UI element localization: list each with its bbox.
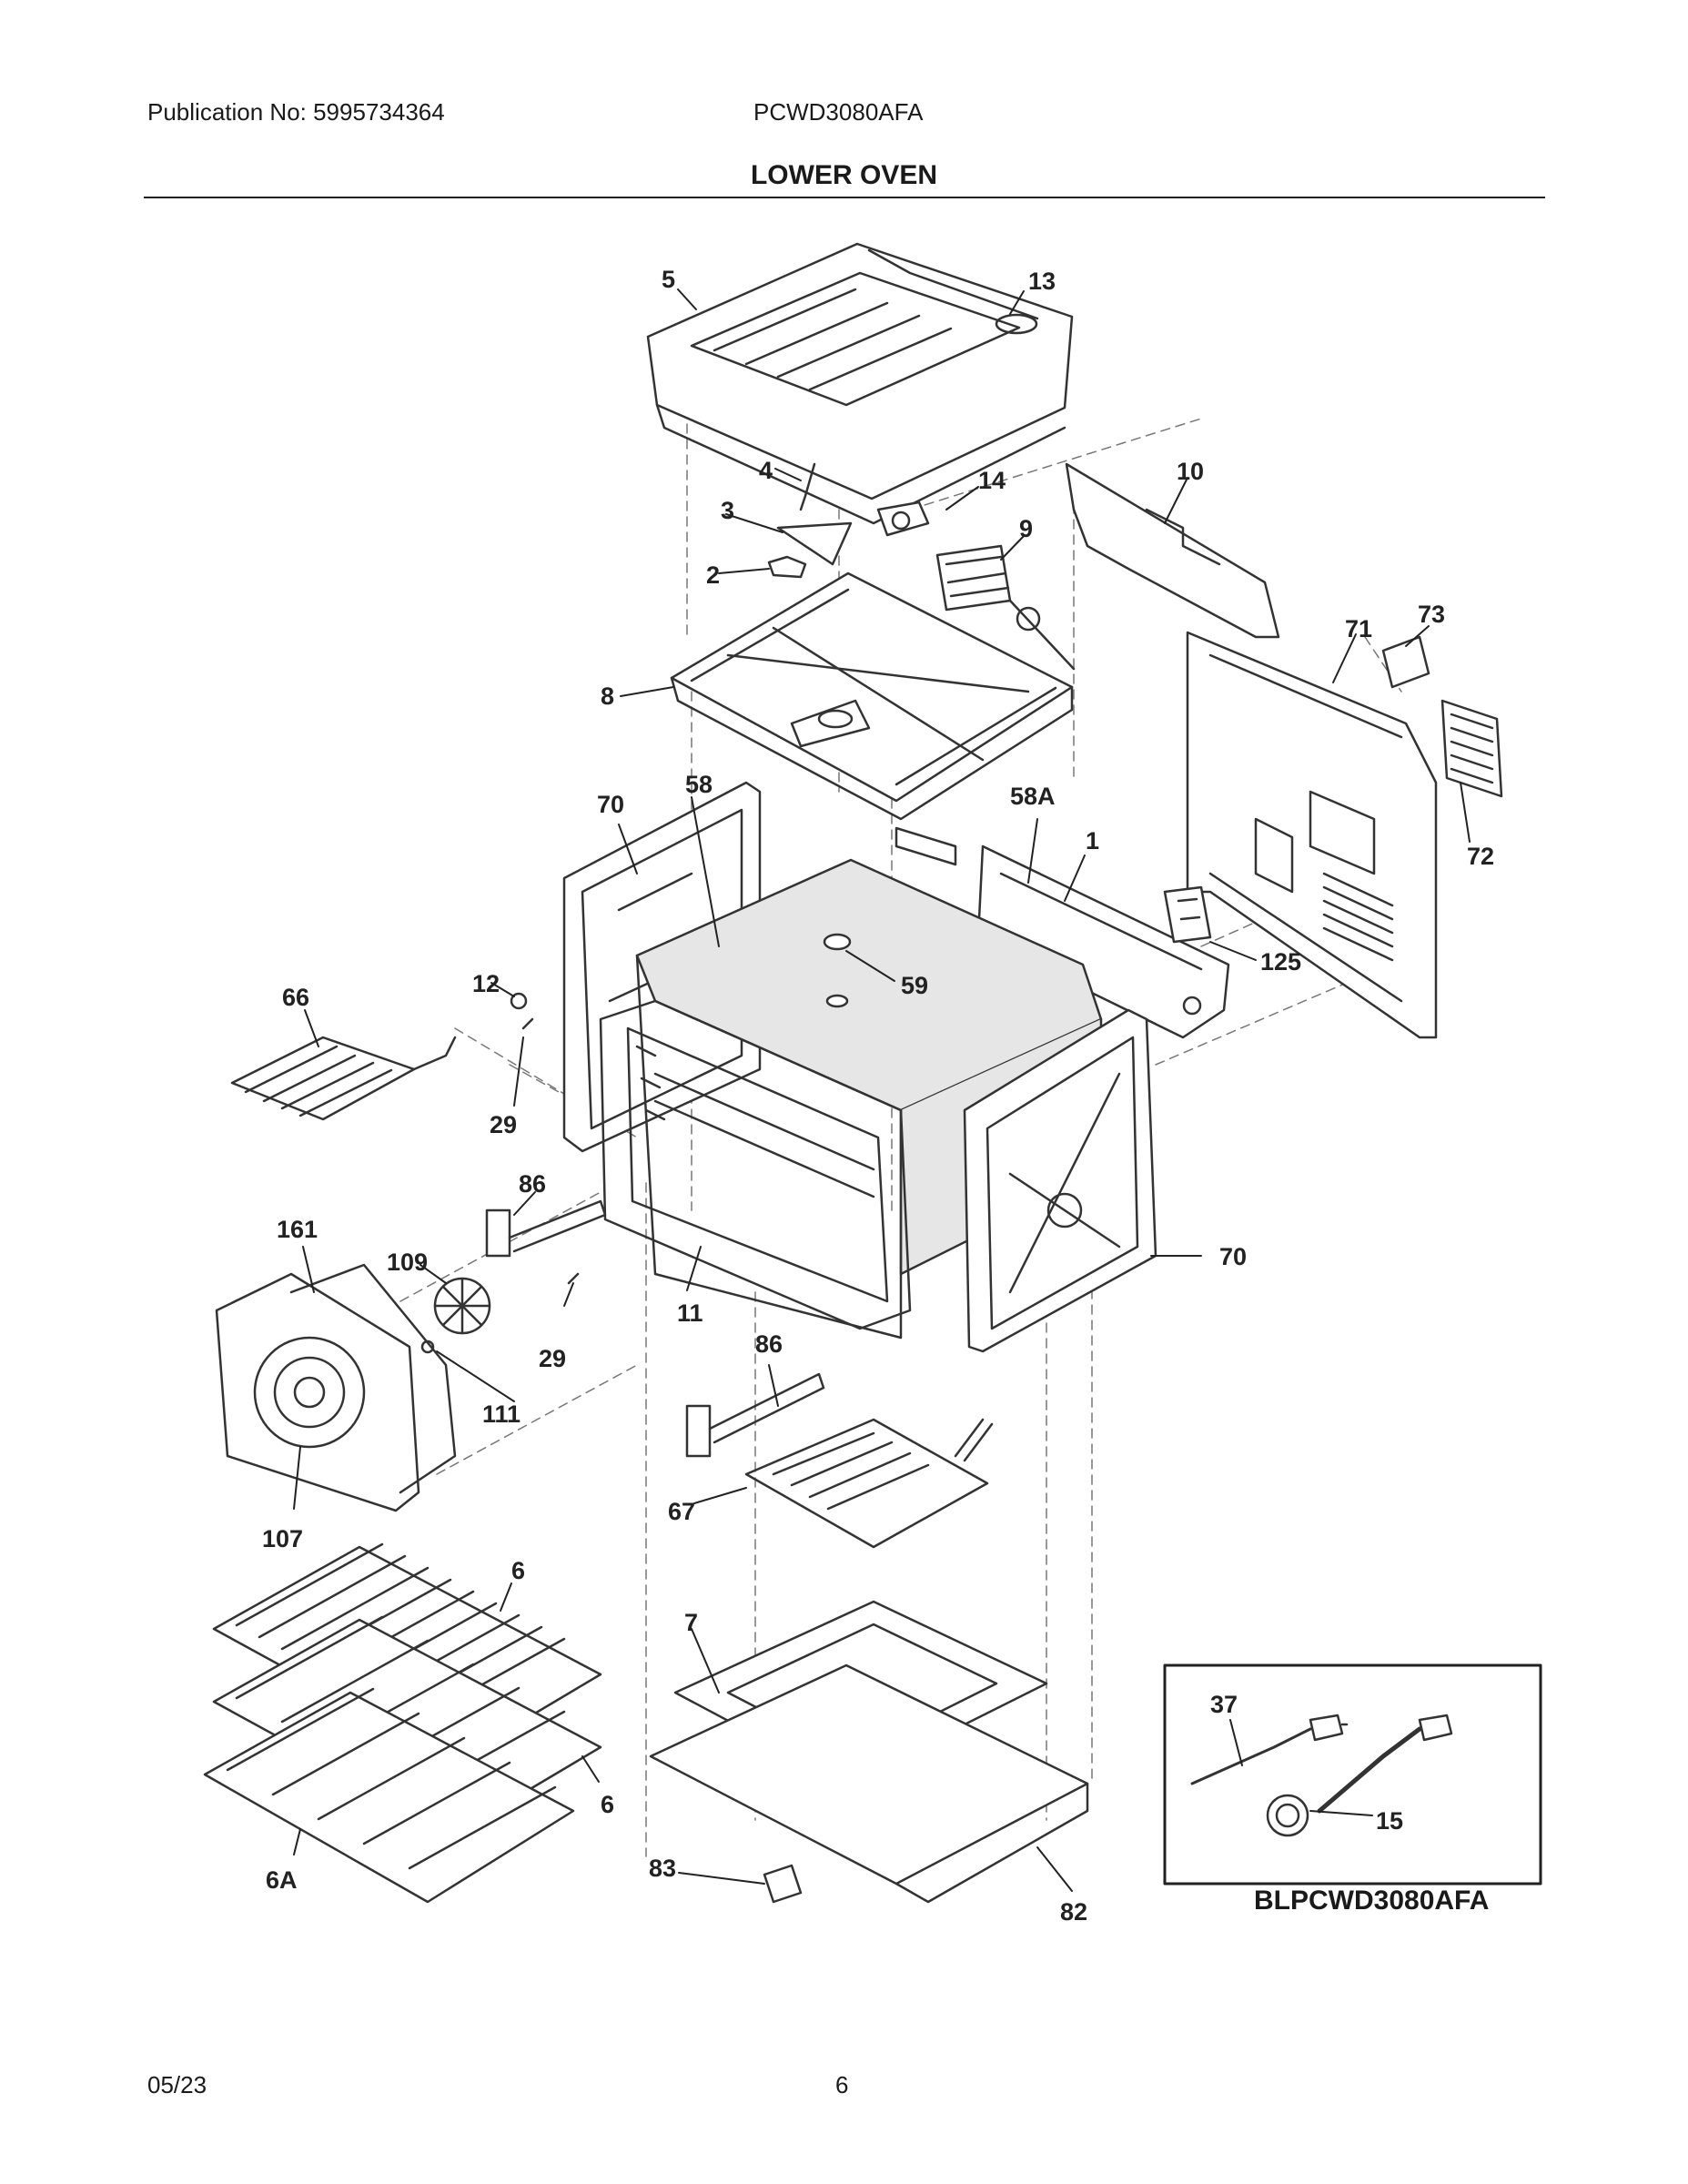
callout-58: 58 (685, 771, 713, 798)
callout-59: 59 (901, 972, 928, 999)
page-number: 6 (835, 2071, 849, 2098)
callout-86-lower: 86 (755, 1330, 783, 1358)
top-cover-part-5 (646, 242, 1074, 525)
callout-7: 7 (684, 1609, 698, 1636)
oven-top-panel-part-8 (670, 571, 1074, 821)
oven-bottom-parts (649, 1600, 1089, 1904)
callout-6-upper: 6 (511, 1557, 525, 1584)
front-frame-part-11 (599, 999, 912, 1330)
callout-5: 5 (662, 266, 675, 293)
callout-13: 13 (1028, 268, 1056, 295)
callout-29-lower: 29 (539, 1345, 566, 1372)
callout-15: 15 (1376, 1807, 1403, 1835)
callout-6-lower: 6 (601, 1791, 614, 1818)
small-parts-right (1381, 635, 1503, 798)
switch-part-125 (1163, 885, 1212, 944)
callout-3: 3 (721, 497, 734, 524)
publication-number: Publication No: 5995734364 (147, 98, 445, 126)
convection-assembly (215, 1263, 491, 1512)
model-number: PCWD3080AFA (753, 98, 924, 126)
callout-29-upper: 29 (490, 1111, 517, 1138)
callout-12: 12 (472, 970, 500, 997)
callout-70-right: 70 (1219, 1243, 1247, 1270)
callout-leader-lines (293, 288, 1471, 1892)
oven-racks-part-6 (203, 1542, 602, 1904)
callout-82: 82 (1060, 1898, 1087, 1926)
callout-58A: 58A (1010, 783, 1056, 810)
callout-6A: 6A (266, 1866, 298, 1894)
small-parts-upper (767, 462, 1076, 671)
callout-71: 71 (1345, 615, 1372, 642)
callout-37: 37 (1210, 1691, 1238, 1718)
callout-8: 8 (601, 682, 614, 710)
callout-73: 73 (1418, 601, 1445, 628)
callout-109: 109 (387, 1249, 428, 1276)
inset-box: 37 15 (1163, 1663, 1542, 1886)
callout-107: 107 (262, 1525, 303, 1552)
callout-10: 10 (1177, 458, 1204, 485)
callout-14: 14 (978, 467, 1006, 494)
bake-element-part-67 (744, 1418, 994, 1549)
callout-66: 66 (282, 984, 309, 1011)
rear-duct-panel-part-10 (1065, 462, 1280, 639)
header-divider (144, 197, 1545, 198)
callout-labels: 5 13 4 14 10 3 9 2 73 71 8 70 58 58A 1 7… (262, 266, 1494, 1926)
broil-element-part-66 (230, 1036, 457, 1121)
callout-70-left: 70 (597, 791, 624, 818)
callout-9: 9 (1019, 515, 1033, 542)
callout-4: 4 (759, 457, 773, 484)
callout-2: 2 (706, 561, 720, 589)
callout-67: 67 (668, 1498, 695, 1525)
hinges-part-86 (485, 1199, 825, 1458)
callout-111: 111 (482, 1400, 521, 1428)
footer-date: 05/23 (147, 2071, 207, 2098)
callout-161: 161 (277, 1216, 318, 1243)
callout-125: 125 (1260, 948, 1301, 976)
callout-11: 11 (677, 1299, 703, 1327)
callout-72: 72 (1467, 843, 1494, 870)
page-title: LOWER OVEN (750, 160, 937, 190)
callout-86-upper: 86 (519, 1170, 546, 1198)
diagram-code: BLPCWD3080AFA (1254, 1886, 1490, 1916)
callout-83: 83 (649, 1855, 676, 1882)
callout-1: 1 (1086, 827, 1099, 854)
sensor-parts (510, 992, 580, 1285)
